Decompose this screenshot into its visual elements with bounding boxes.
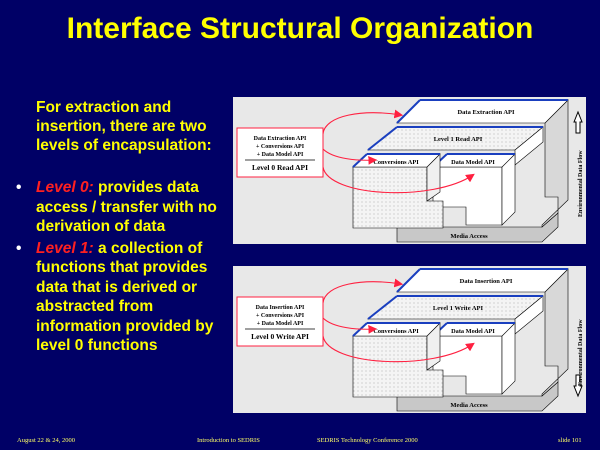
footer-course: Introduction to SEDRIS (197, 437, 260, 444)
level0-box: Data Extraction API + Conversions API + … (236, 127, 324, 178)
bullet-text: a collection of functions that provides … (36, 239, 214, 355)
red-arrows (322, 278, 475, 363)
slide-title: Interface Structural Organization (66, 12, 534, 45)
footer-slide-number: slide 101 (558, 437, 582, 444)
data-model-label: Data Model API (451, 328, 495, 335)
level-label: Level 1: (36, 239, 94, 257)
box-line: + Conversions API (256, 144, 305, 150)
read-diagram: Media Access Data Extraction API Level 1… (233, 97, 586, 244)
bullet-icon: • (16, 239, 22, 257)
bullet-list: • Level 0: provides data access / transfe… (14, 178, 234, 358)
write-diagram: Media Access Data Insertion API Level 1 … (233, 266, 586, 413)
level0-label: Level 0 Write API (251, 332, 309, 341)
level0-box: Data Insertion API + Conversions API + D… (236, 296, 324, 347)
top-layer-label: Data Insertion API (460, 278, 513, 285)
level1-layer: Level 1 Write API (367, 295, 544, 335)
top-layer: Data Insertion API (396, 268, 569, 293)
data-model-block: Data Model API (432, 153, 516, 226)
media-access-label: Media Access (450, 402, 488, 409)
bullet-level-0: • Level 0: provides data access / transfe… (14, 178, 234, 237)
box-line: + Data Model API (257, 152, 304, 158)
level1-label: Level 1 Write API (433, 305, 484, 312)
conversions-label: Conversions API (373, 328, 419, 335)
data-model-block: Data Model API (432, 322, 516, 395)
level1-layer: Level 1 Read API (367, 126, 544, 166)
level1-label: Level 1 Read API (434, 136, 483, 143)
bullet-level-1: • Level 1: a collection of functions that… (14, 239, 234, 356)
top-layer: Data Extraction API (396, 99, 569, 124)
box-line: Data Insertion API (256, 305, 305, 311)
environmental-data-flow: Environmental Data Flow (573, 110, 584, 217)
intro-text: For extraction and insertion, there are … (36, 99, 212, 154)
box-line: Data Extraction API (254, 136, 307, 142)
flow-label: Environmental Data Flow (578, 319, 584, 386)
box-line: + Data Model API (257, 321, 304, 327)
environmental-data-flow: Environmental Data Flow (573, 319, 584, 398)
red-arrows (322, 109, 475, 194)
bullet-icon: • (16, 179, 22, 196)
box-line: + Conversions API (256, 313, 305, 319)
footer-date: August 22 & 24, 2000 (17, 437, 75, 444)
data-model-label: Data Model API (451, 159, 495, 166)
bullet-text: provides data access / transfer with no … (36, 179, 217, 235)
level0-label: Level 0 Read API (252, 163, 308, 172)
flow-label: Environmental Data Flow (578, 150, 584, 217)
conversions-label: Conversions API (373, 159, 419, 166)
level-label: Level 0: (36, 179, 94, 196)
footer-conference: SEDRIS Technology Conference 2000 (317, 437, 418, 444)
media-access-label: Media Access (450, 233, 488, 240)
top-layer-label: Data Extraction API (457, 109, 515, 116)
